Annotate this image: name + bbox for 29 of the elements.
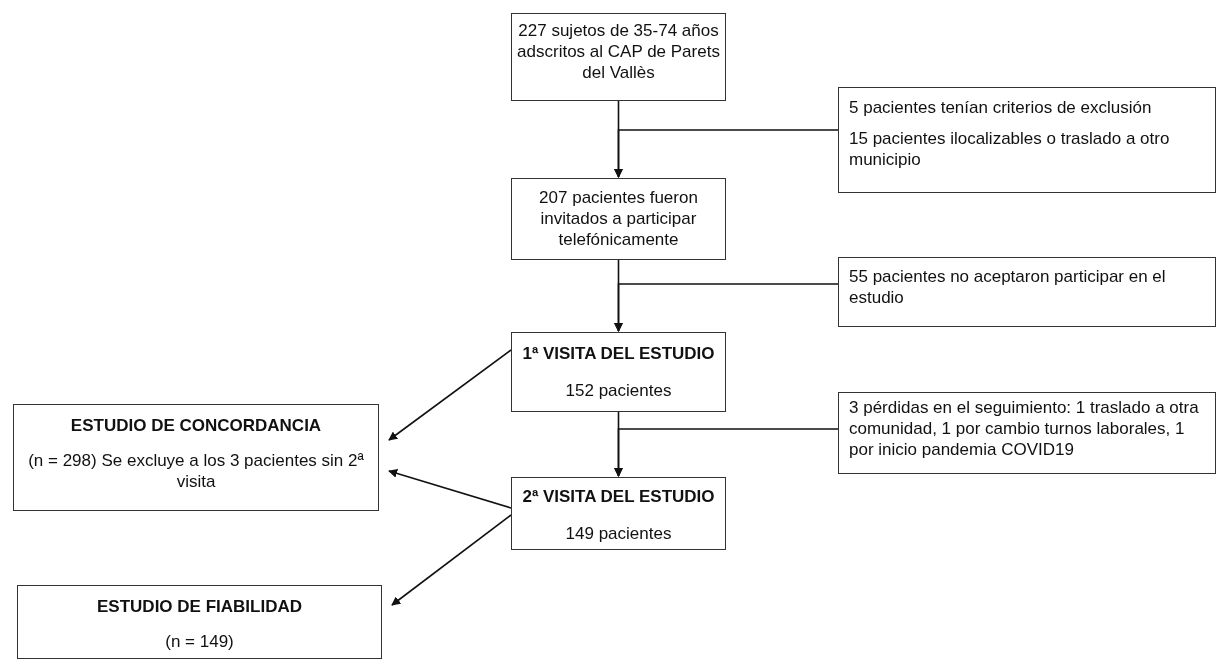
arrow bbox=[614, 428, 839, 477]
box-text: 149 pacientes bbox=[565, 523, 672, 544]
flow-box bbox=[511, 13, 726, 101]
box-heading: 2ª VISITA DEL ESTUDIO bbox=[522, 486, 715, 507]
study-box bbox=[17, 585, 382, 659]
box-text: 15 pacientes ilocalizables o traslado a otro municipio bbox=[849, 128, 1171, 170]
box-text: (n = 298) Se excluye a los 3 pacientes sin 2ª visita bbox=[27, 450, 365, 492]
box-text: (n = 149) bbox=[165, 631, 234, 652]
study-box bbox=[13, 404, 379, 511]
arrow bbox=[614, 283, 839, 332]
exclusion-box bbox=[838, 257, 1216, 327]
flow-box bbox=[511, 178, 726, 260]
box-text: 3 pérdidas en el seguimiento: 1 traslado a otra comunidad, 1 por cambio turnos laborales, 1 por inicio pandemia COVID19 bbox=[849, 397, 1200, 460]
box-text: 207 pacientes fueron invitados a participar telefónicamente bbox=[538, 187, 699, 250]
box-heading: ESTUDIO DE CONCORDANCIA bbox=[70, 415, 322, 436]
arrow bbox=[391, 514, 512, 606]
visit-box bbox=[511, 332, 726, 412]
box-heading: 1ª VISITA DEL ESTUDIO bbox=[522, 343, 715, 364]
box-text: 152 pacientes bbox=[565, 380, 672, 401]
box-text: 5 pacientes tenían criterios de exclusión bbox=[849, 97, 1153, 118]
box-text: 55 pacientes no aceptaron participar en el estudio bbox=[849, 266, 1167, 308]
visit-box bbox=[511, 477, 726, 550]
arrow bbox=[388, 469, 512, 509]
exclusion-box bbox=[838, 87, 1216, 193]
box-text: 227 sujetos de 35-74 años adscritos al CAP de Parets del Vallès bbox=[516, 20, 721, 83]
exclusion-box bbox=[838, 392, 1216, 474]
arrow bbox=[388, 349, 512, 441]
box-heading: ESTUDIO DE FIABILIDAD bbox=[97, 596, 302, 617]
arrow bbox=[614, 129, 839, 178]
